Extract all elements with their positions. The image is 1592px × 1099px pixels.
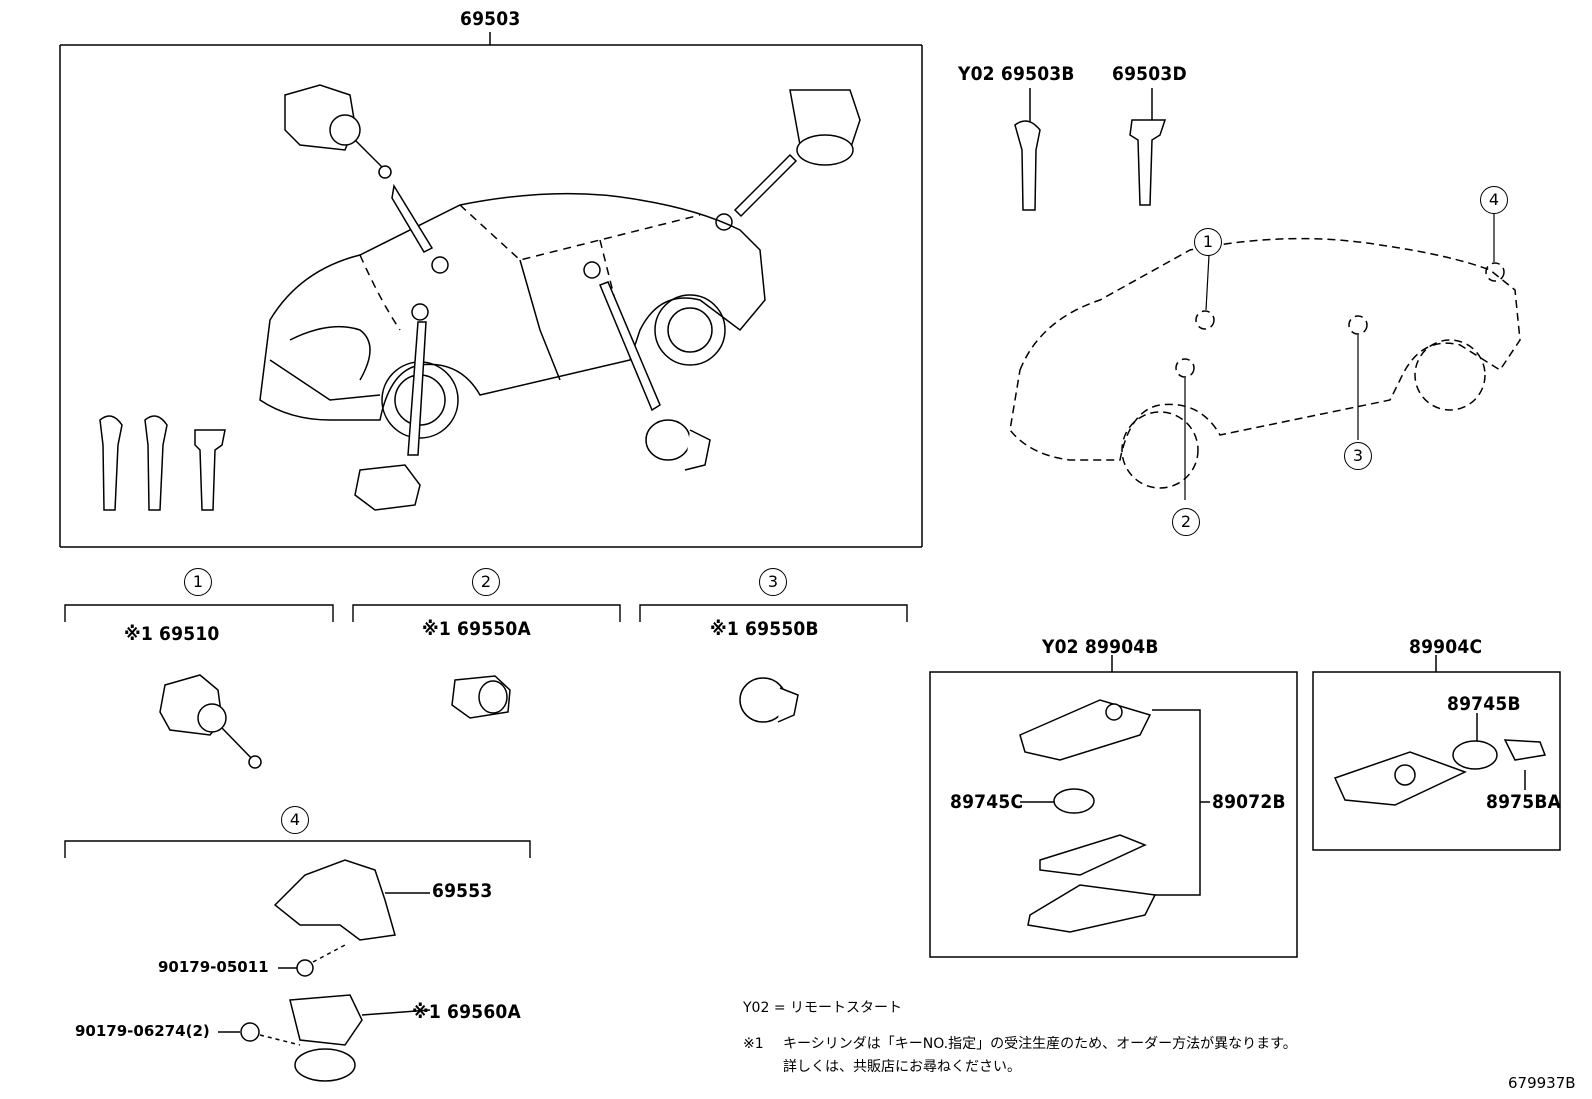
section-brackets	[64, 604, 908, 858]
key-cylinder-sketch-main	[284, 84, 392, 179]
note-y02: Y02 = リモートスタート	[743, 1000, 902, 1016]
callout-2-right-car: 2	[1172, 508, 1200, 536]
part-69550A-sketch	[451, 675, 511, 719]
label-90179-06274: 90179-06274(2)	[75, 1022, 210, 1040]
part-69550B-sketch	[739, 677, 799, 723]
section-callout-1: 1	[184, 568, 212, 596]
bolt-sketch-06274	[218, 1022, 301, 1046]
callout-1-right-car: 1	[1194, 228, 1222, 256]
label-69503B: Y02 69503B	[958, 63, 1075, 85]
label-69503D: 69503D	[1112, 63, 1187, 85]
label-69503: 69503	[460, 8, 521, 30]
label-89745B: 89745B	[1447, 693, 1521, 715]
part-69560A-sketch	[289, 994, 431, 1082]
label-69560A: ※1 69560A	[412, 1001, 521, 1023]
bolt-sketch-05011	[278, 944, 346, 977]
label-89072B: 89072B	[1212, 791, 1286, 813]
transmitter-89904B-sketch	[1019, 699, 1157, 933]
label-69550B: ※1 69550B	[710, 618, 819, 640]
note-1-mark: ※1	[743, 1036, 764, 1052]
section-callout-3: 3	[759, 568, 787, 596]
diagram-number: 679937B	[1508, 1074, 1576, 1092]
callout-leaders-right	[1184, 212, 1495, 500]
key-69503D-sketch	[1129, 88, 1167, 206]
label-69510: ※1 69510	[124, 623, 220, 645]
lock-sketch-main-top-right	[789, 89, 861, 166]
transmitter-89904C-sketch	[1333, 739, 1547, 806]
keys-sketch-main	[99, 415, 226, 511]
section-callout-4: 4	[281, 806, 309, 834]
car-illustration-main	[259, 192, 766, 439]
part-69510-sketch	[159, 674, 262, 769]
section-callout-2: 2	[472, 568, 500, 596]
callout-3-right-car: 3	[1344, 442, 1372, 470]
assembly-69503-frame	[59, 32, 923, 548]
label-89904C: 89904C	[1409, 636, 1483, 658]
label-90179-05011: 90179-05011	[158, 958, 269, 976]
part-69553-sketch	[273, 859, 430, 941]
callout-4-right-car: 4	[1480, 186, 1508, 214]
label-8975BA: 8975BA	[1486, 791, 1562, 813]
note-1-line2: 詳しくは、共販店にお尋ねください。	[783, 1059, 1021, 1075]
car-illustration-right	[1009, 237, 1521, 489]
switch-sketch-main-bottom	[354, 419, 711, 511]
label-69550A: ※1 69550A	[422, 618, 531, 640]
key-69503B-sketch	[1014, 88, 1041, 211]
label-89904B: Y02 89904B	[1042, 636, 1159, 658]
transmitter-89904C-frame	[1312, 655, 1561, 851]
note-1-line1: キーシリンダは「キーNO.指定」の受注生産のため、オーダー方法が異なります。	[783, 1036, 1297, 1052]
pointer-arrows-main	[391, 153, 798, 456]
label-69553: 69553	[432, 880, 493, 902]
label-89745C: 89745C	[950, 791, 1024, 813]
